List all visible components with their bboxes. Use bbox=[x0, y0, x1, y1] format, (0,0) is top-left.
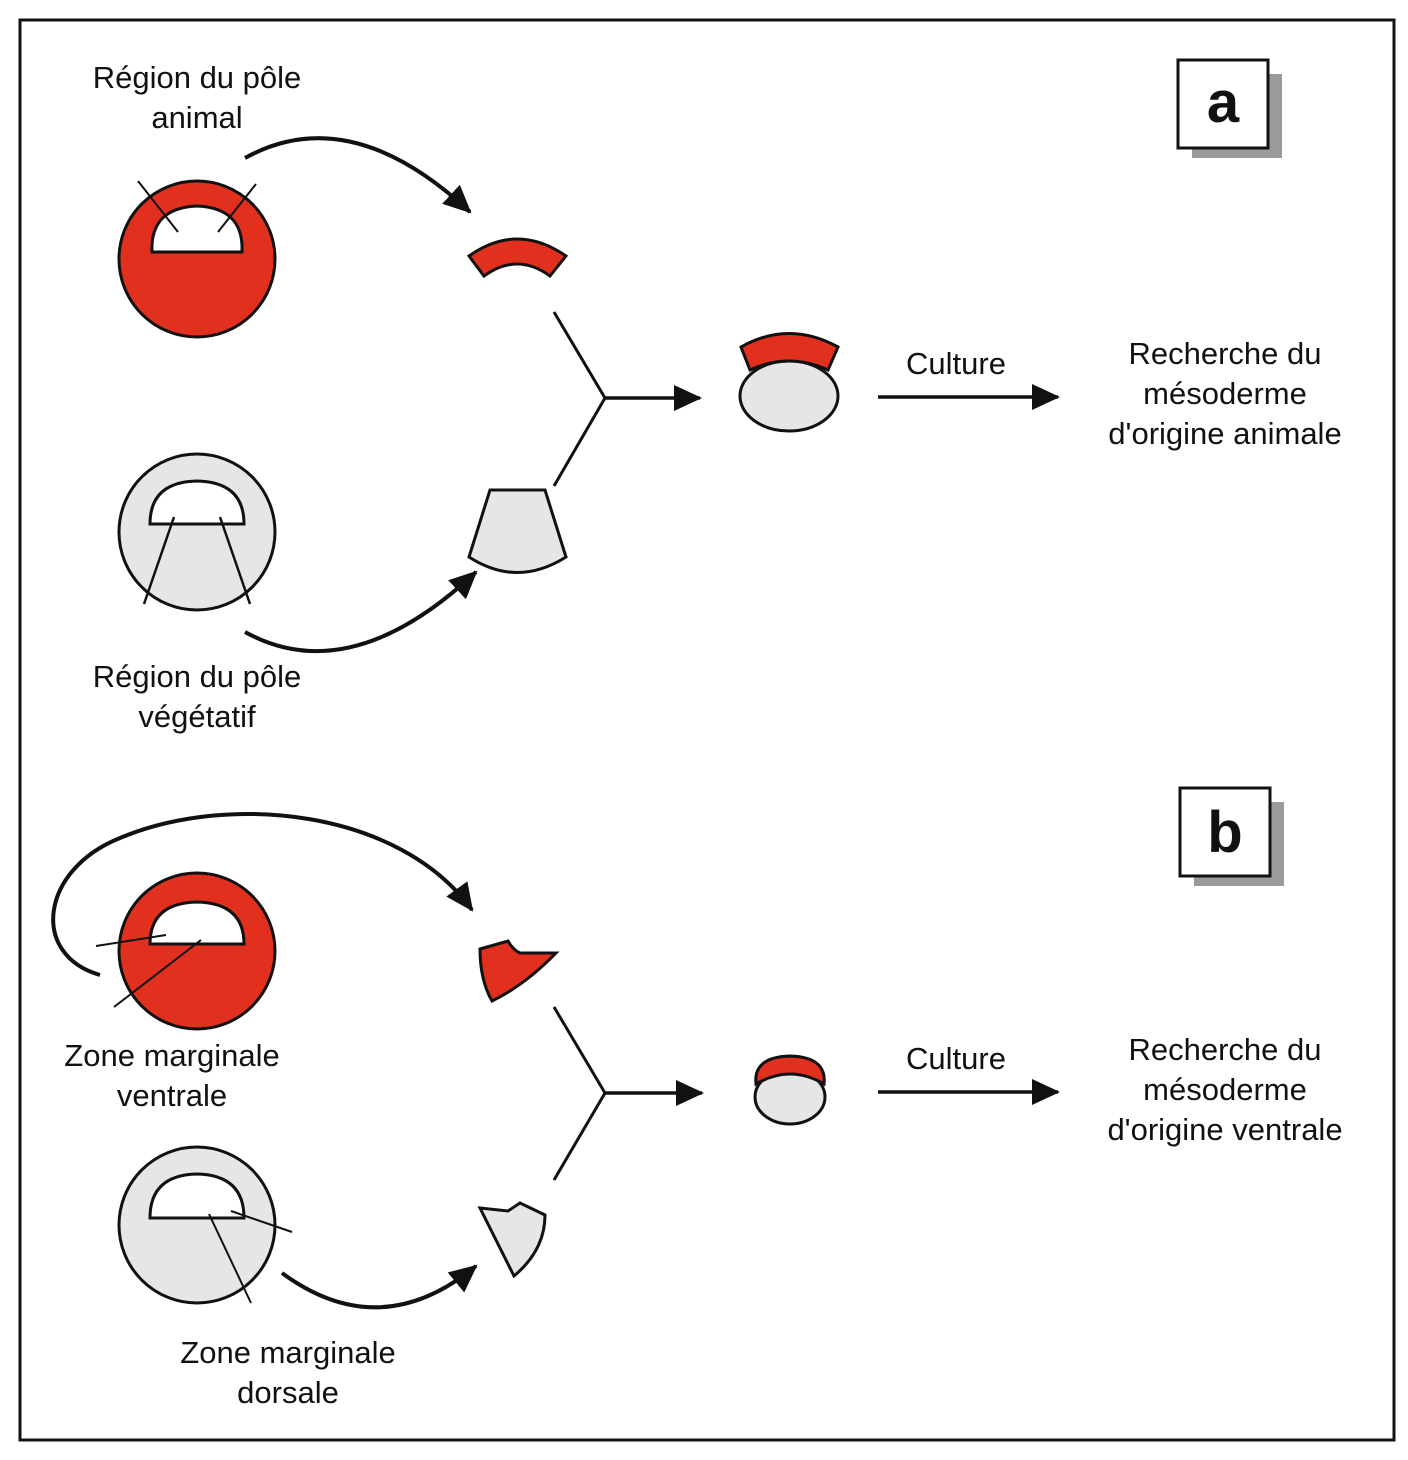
combined-explant-b bbox=[753, 1054, 827, 1126]
arrow-dorsal-to-piece bbox=[280, 1264, 478, 1310]
badge-a-letter: a bbox=[1207, 70, 1240, 135]
embryo-animal-pole bbox=[117, 179, 277, 339]
embryo-ventral-zone bbox=[95, 871, 277, 1031]
combined-explant-a bbox=[738, 332, 840, 433]
culture-label-a: Culture bbox=[906, 346, 1006, 381]
label-animal-pole-line2: animal bbox=[151, 100, 242, 135]
arrow-animal-to-cap bbox=[244, 136, 472, 214]
ventral-piece bbox=[478, 939, 560, 1003]
badge-b: b bbox=[1178, 786, 1284, 886]
badge-a: a bbox=[1176, 58, 1282, 158]
result-a-line2: mésoderme bbox=[1143, 376, 1307, 411]
result-a-line1: Recherche du bbox=[1128, 336, 1321, 371]
result-b-line3: d'origine ventrale bbox=[1107, 1112, 1342, 1147]
label-animal-pole-line1: Région du pôle bbox=[93, 60, 302, 95]
label-dorsal-zone-line1: Zone marginale bbox=[180, 1335, 395, 1370]
result-a-line3: d'origine animale bbox=[1108, 416, 1341, 451]
panel-a: a Région du pôle animal bbox=[93, 58, 1342, 734]
result-b-line1: Recherche du bbox=[1128, 1032, 1321, 1067]
vegetal-piece bbox=[467, 488, 568, 574]
arrow-ventral-to-piece bbox=[51, 812, 474, 977]
label-vegetal-pole-line2: végétatif bbox=[138, 699, 256, 734]
animal-cap-piece bbox=[466, 237, 569, 279]
label-vegetal-pole-line1: Région du pôle bbox=[93, 659, 302, 694]
arrow-vegetal-to-piece bbox=[244, 570, 478, 654]
label-ventral-zone-line1: Zone marginale bbox=[64, 1038, 279, 1073]
culture-label-b: Culture bbox=[906, 1041, 1006, 1076]
embryo-dorsal-zone bbox=[117, 1145, 293, 1305]
badge-b-letter: b bbox=[1207, 800, 1242, 865]
merge-lines-a bbox=[552, 311, 702, 487]
label-ventral-zone-line2: ventrale bbox=[117, 1078, 227, 1113]
merge-lines-b bbox=[552, 1006, 704, 1181]
label-dorsal-zone-line2: dorsale bbox=[237, 1375, 339, 1410]
dorsal-piece bbox=[477, 1201, 547, 1279]
embryo-vegetal-pole bbox=[117, 452, 277, 612]
result-b-line2: mésoderme bbox=[1143, 1072, 1307, 1107]
panel-b: b bbox=[51, 786, 1343, 1410]
